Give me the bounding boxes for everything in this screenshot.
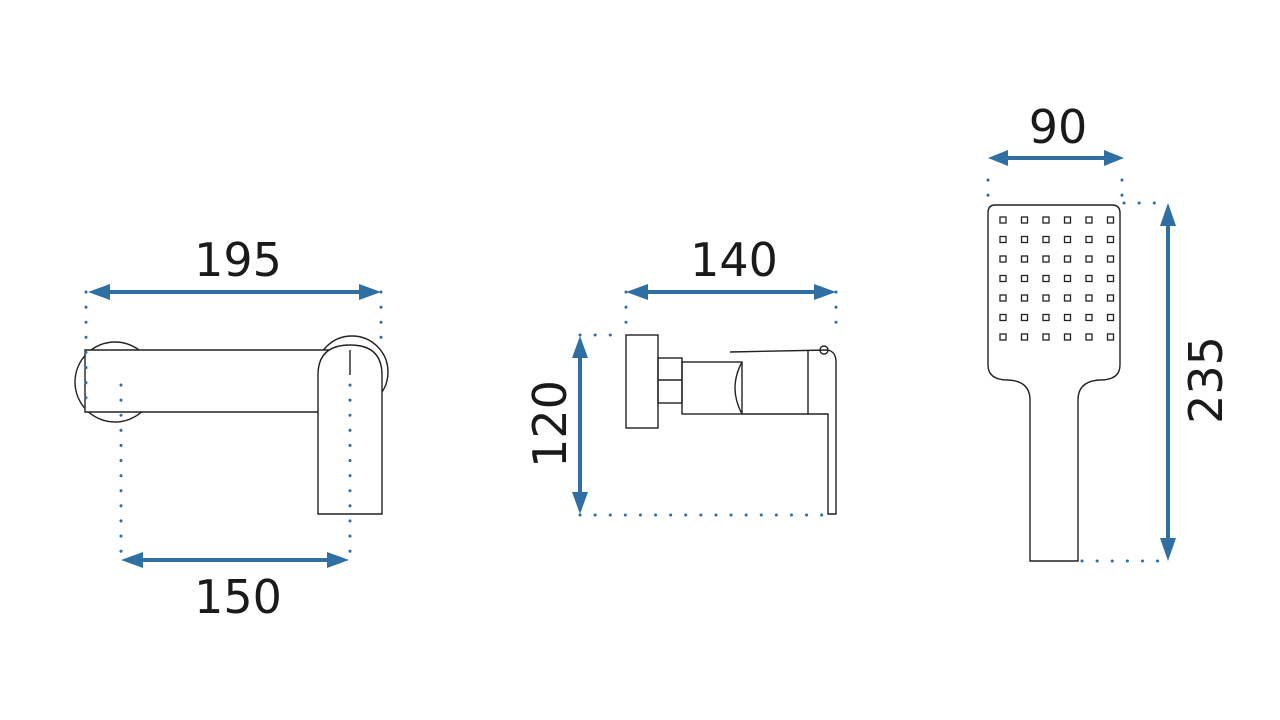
spout-projection-arrow (121, 552, 349, 568)
hand-shower-nozzle-grid (999, 216, 1115, 341)
nozzle-icon (1020, 294, 1029, 302)
nozzle-icon (1085, 235, 1093, 244)
nozzle-icon (1085, 333, 1093, 341)
nozzle-icon (1063, 235, 1072, 244)
mixer-view: 140 120 (523, 233, 838, 517)
nozzle-icon (999, 294, 1007, 302)
shower-width-arrow (988, 150, 1124, 166)
nozzle-icon (999, 235, 1007, 244)
nozzle-icon (999, 216, 1007, 224)
nozzle-icon (1106, 216, 1115, 224)
spout-projection-label: 150 (194, 570, 282, 624)
nozzle-icon (1063, 274, 1072, 283)
nozzle-icon (1020, 255, 1029, 263)
nozzle-icon (1042, 313, 1050, 322)
spout-body (84, 349, 351, 413)
nozzle-icon (1085, 216, 1093, 224)
mixer-height-arrow (572, 336, 588, 514)
nozzle-icon (1063, 313, 1072, 322)
nozzle-icon (999, 255, 1007, 263)
nozzle-icon (1042, 216, 1050, 224)
nozzle-icon (1106, 294, 1115, 302)
nozzle-icon (999, 313, 1007, 322)
mixer-body (681, 361, 743, 415)
nozzle-icon (1020, 216, 1029, 224)
spout-width-arrow (88, 284, 381, 300)
mixer-depth-arrow (626, 284, 836, 300)
hand-shower-outline (987, 204, 1121, 562)
nozzle-icon (999, 333, 1007, 341)
nozzle-icon (1085, 274, 1093, 283)
nozzle-icon (1042, 255, 1050, 263)
shower-length-arrow (1160, 203, 1176, 561)
nozzle-icon (1063, 333, 1072, 341)
nozzle-icon (1085, 313, 1093, 322)
mixer-lever (729, 349, 837, 515)
nozzle-icon (1020, 333, 1029, 341)
nozzle-icon (1042, 333, 1050, 341)
shower-length-label: 235 (1179, 336, 1233, 424)
nozzle-icon (1085, 255, 1093, 263)
nozzle-icon (1106, 255, 1115, 263)
hand-shower-view: 90 235 (986, 100, 1233, 563)
nozzle-icon (1063, 294, 1072, 302)
mixer-height-label: 120 (523, 380, 577, 468)
mixer-depth-label: 140 (690, 233, 778, 287)
nozzle-icon (1063, 255, 1072, 263)
nozzle-icon (1106, 235, 1115, 244)
nozzle-icon (1020, 274, 1029, 283)
nozzle-icon (1063, 216, 1072, 224)
spout-width-label: 195 (194, 233, 282, 287)
nozzle-icon (1085, 294, 1093, 302)
nozzle-icon (1042, 274, 1050, 283)
spout-view: 195 150 (74, 233, 389, 624)
nozzle-icon (1106, 313, 1115, 322)
nozzle-icon (1106, 333, 1115, 341)
nozzle-icon (1020, 235, 1029, 244)
nozzle-icon (1042, 235, 1050, 244)
nozzle-icon (1042, 294, 1050, 302)
shower-width-label: 90 (1029, 100, 1088, 154)
mixer-wall-plate (625, 334, 659, 429)
nozzle-icon (999, 274, 1007, 283)
nozzle-icon (1020, 313, 1029, 322)
nozzle-icon (1106, 274, 1115, 283)
